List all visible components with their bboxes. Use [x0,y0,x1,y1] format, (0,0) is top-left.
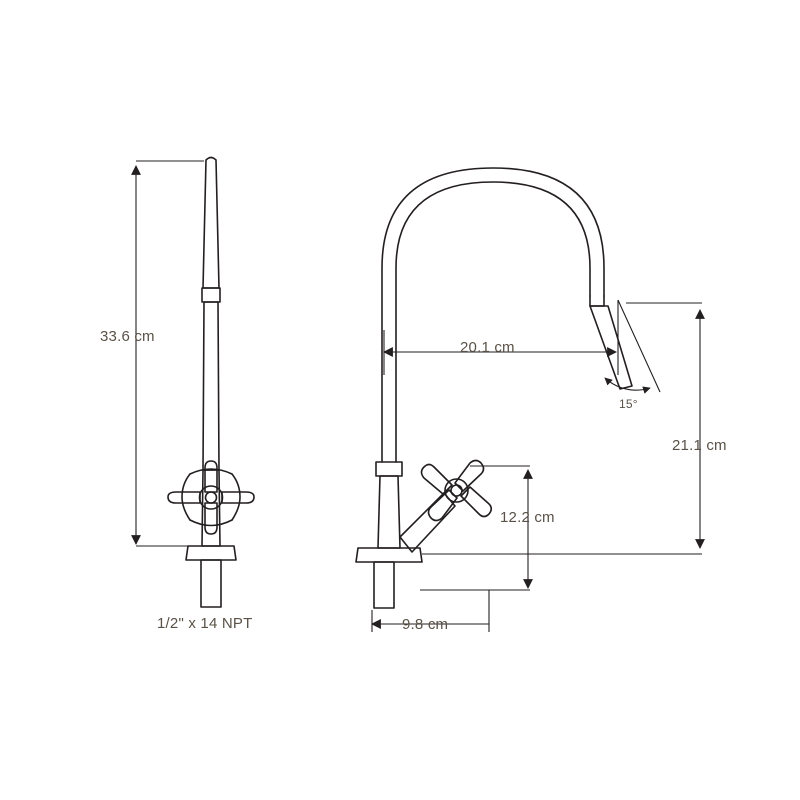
ext-line-angle-ref [617,299,661,393]
side-handle-dome-left [181,473,191,521]
dim-label-thread-spec: 1/2" x 14 NPT [157,615,253,632]
side-handle-bottom-arm [204,502,218,535]
side-base-flange [185,545,237,561]
front-gooseneck-outer [381,167,605,463]
front-handle-right-arm [454,459,485,492]
front-handle-left-arm [427,489,458,522]
front-handle-lower-arm [460,486,493,518]
side-handle-dome-top [189,468,233,475]
dim-label-handle-offset: 9.8 cm [402,616,449,633]
side-handle-right-arm [221,491,255,504]
side-handle-dome-bottom [189,519,233,527]
front-handle-upper-arm [420,463,453,495]
dim-label-spout-height: 21.1 cm [672,437,727,454]
front-gooseneck-inner [395,181,591,463]
dim-label-spout-angle: 15° [619,397,638,411]
front-base-flange [355,547,423,563]
front-spout-collar [589,295,605,307]
side-handle-hub [198,485,224,510]
front-spout-outlet [589,305,633,390]
front-handle-hub [444,478,469,503]
front-neck-collar [375,461,403,477]
side-view-faucet [167,156,255,608]
side-handle-top-arm [204,460,218,493]
side-handle-hub-center [204,491,218,504]
side-handle-left-arm [167,491,201,504]
side-handle-dome-right [231,473,241,521]
dim-label-overall-height: 33.6 cm [100,328,155,345]
side-shank [200,559,222,608]
dim-label-handle-height: 12.2 cm [500,509,555,526]
side-spout-collar [201,287,221,303]
dim-label-spout-reach: 20.1 cm [460,339,515,356]
side-spout-column [202,301,220,471]
front-body [377,475,401,549]
dimension-lines [131,160,705,632]
front-shank [373,561,395,609]
front-handle-hub-center [450,484,463,497]
front-view-faucet [355,167,633,609]
front-handle-stem [399,492,456,553]
side-spout-upper [202,156,220,289]
dim-arc-angle [604,377,651,394]
